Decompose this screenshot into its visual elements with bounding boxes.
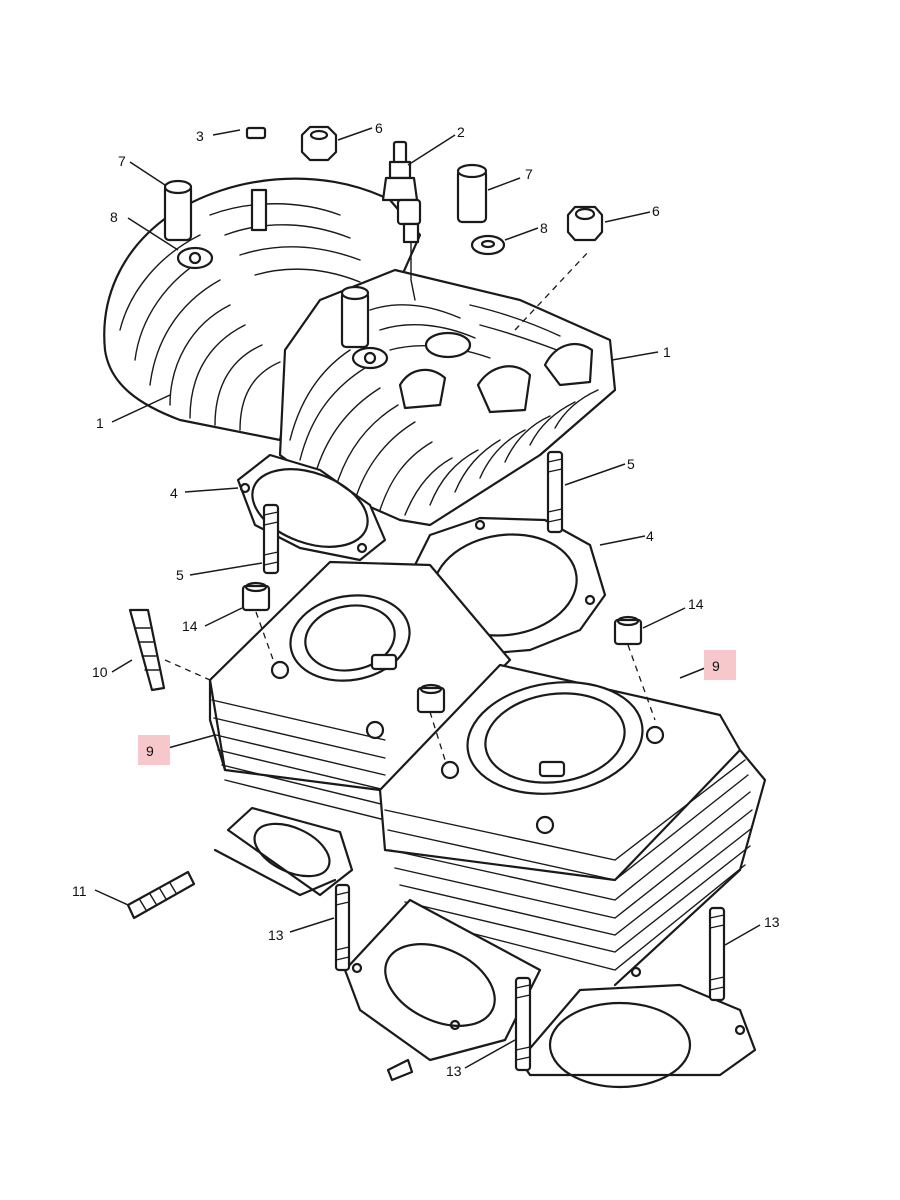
- washer-right: [470, 234, 506, 256]
- leader-lines: [94, 127, 761, 1069]
- callout-10: 10: [92, 664, 108, 680]
- cylinder-block-front: [378, 663, 767, 987]
- callout-5-left: 5: [176, 567, 184, 583]
- nut-right: [613, 615, 643, 646]
- callout-9-right-highlight: [704, 650, 736, 680]
- callout-4-right: 4: [646, 528, 654, 544]
- head-nut-right: [566, 205, 604, 242]
- callout-9-right: 9: [712, 658, 720, 674]
- callout-13-right: 13: [764, 914, 780, 930]
- callout-9-left-highlight: [138, 735, 170, 765]
- nut-left: [241, 581, 271, 612]
- spacer-right: [456, 163, 488, 224]
- spark-plug: [381, 140, 422, 301]
- callout-6-right: 6: [652, 203, 660, 219]
- callout-9-left: 9: [146, 743, 154, 759]
- callout-1-right: 1: [663, 344, 671, 360]
- base-gasket-lower: [343, 898, 542, 1062]
- stud-right: [546, 450, 564, 534]
- callout-3: 3: [196, 128, 204, 144]
- callout-7-left: 7: [118, 153, 126, 169]
- stud-bottom-left: [386, 1058, 414, 1082]
- callout-4-left: 4: [170, 485, 178, 501]
- stud-left: [262, 503, 280, 575]
- callout-13-bottom: 13: [446, 1063, 462, 1079]
- nut-center: [416, 683, 446, 714]
- callout-8-left: 8: [110, 209, 118, 225]
- callout-13-left: 13: [268, 927, 284, 943]
- callout-8-right: 8: [540, 220, 548, 236]
- cylinder-head-rear: [103, 126, 422, 442]
- cylinder-head-front: [278, 268, 617, 527]
- callout-11: 11: [72, 883, 87, 899]
- callout-1-left: 1: [96, 415, 104, 431]
- stud-11: [126, 870, 196, 920]
- stud-13-left: [334, 883, 351, 972]
- callout-14-right: 14: [688, 596, 704, 612]
- callout-7-right: 7: [525, 166, 533, 182]
- alignment-pin: [128, 608, 166, 692]
- base-gasket-front: [518, 966, 757, 1089]
- stud-13-right: [708, 906, 726, 1002]
- callout-6-top: 6: [375, 120, 383, 136]
- head-nut-top: [300, 125, 338, 162]
- stud-13-bottom: [514, 976, 532, 1072]
- callout-5-right: 5: [627, 456, 635, 472]
- base-gasket-rear: [226, 806, 354, 897]
- callout-14-left: 14: [182, 618, 198, 634]
- callouts: 3 6 2 7 7 8 8 6 1 1 4 5 4 5 14 14 10 9 9…: [72, 120, 780, 1079]
- callout-2: 2: [457, 124, 465, 140]
